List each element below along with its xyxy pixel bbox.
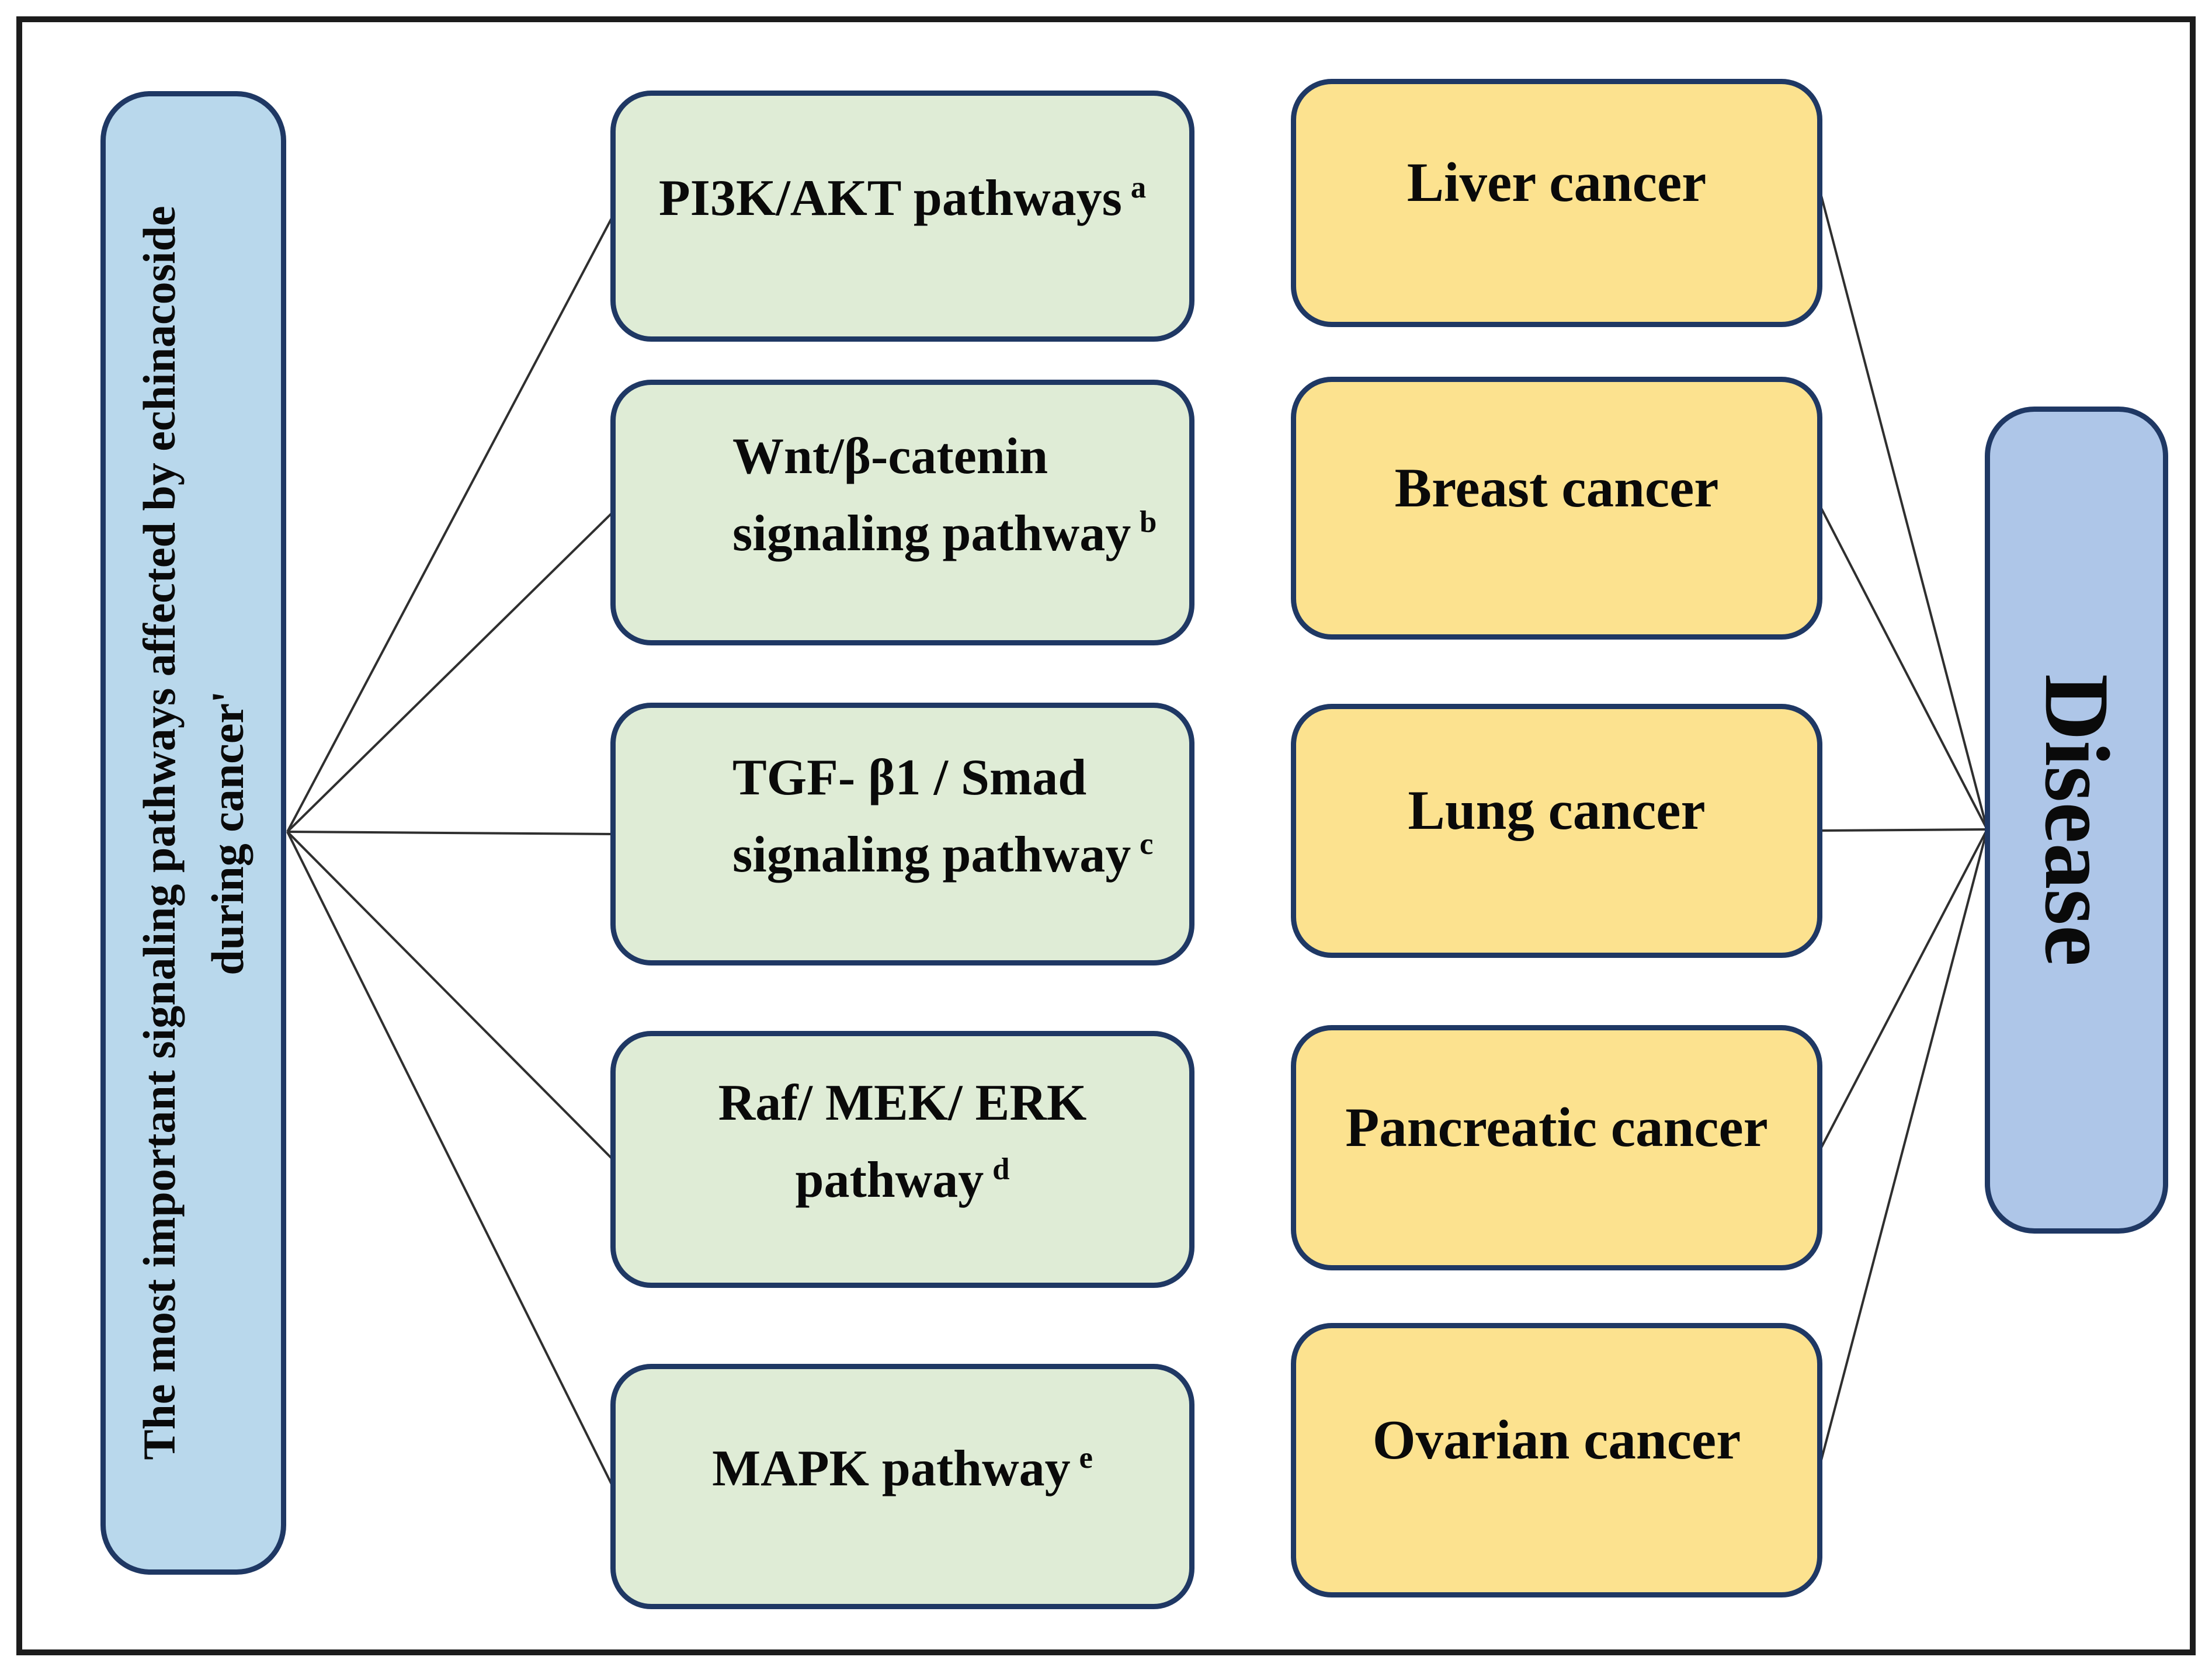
connector-source-mapk bbox=[286, 831, 614, 1487]
footnote-superscript: b bbox=[1140, 505, 1157, 540]
pathway-text: Raf/ MEK/ ERK bbox=[718, 1075, 1087, 1131]
connector-source-tgf bbox=[287, 831, 613, 835]
cancer-box-liver: Liver cancer bbox=[1291, 79, 1822, 327]
source-box-label: The most important signaling pathways af… bbox=[125, 103, 262, 1563]
pathway-text: signaling pathway bbox=[732, 826, 1131, 883]
pathway-text: TGF- β1 / Smad bbox=[732, 749, 1087, 806]
connector-source-wnt bbox=[286, 511, 614, 833]
pathway-text: signaling pathway bbox=[732, 505, 1131, 562]
pathway-label: TGF- β1 / Smad signaling pathway c bbox=[616, 739, 1189, 929]
pathway-label: Wnt/β-catenin signaling pathway b bbox=[616, 418, 1189, 607]
cancer-label: Breast cancer bbox=[1394, 456, 1719, 519]
cancer-label: Ovarian cancer bbox=[1372, 1408, 1741, 1471]
connector-source-raf bbox=[286, 831, 614, 1161]
footnote-superscript: d bbox=[992, 1152, 1010, 1186]
disease-label: Disease bbox=[2026, 673, 2128, 967]
cancer-box-pancreatic: Pancreatic cancer bbox=[1291, 1025, 1822, 1270]
connector-liver-disease bbox=[1820, 195, 1988, 830]
footnote-superscript: a bbox=[1130, 170, 1147, 204]
source-label-line1: The most important signaling pathways af… bbox=[134, 206, 185, 1460]
connector-breast-disease bbox=[1820, 508, 1988, 830]
source-label-line2: during cancer' bbox=[202, 690, 253, 975]
cancer-box-lung: Lung cancer bbox=[1291, 704, 1822, 958]
pathway-text: MAPK pathway bbox=[712, 1440, 1071, 1497]
connector-pancreatic-disease bbox=[1820, 829, 1988, 1148]
pathway-box-tgf-b1-smad: TGF- β1 / Smad signaling pathway c bbox=[610, 703, 1194, 965]
source-box-echinacoside-pathways: The most important signaling pathways af… bbox=[100, 91, 286, 1575]
cancer-label: Liver cancer bbox=[1407, 151, 1707, 214]
cancer-label: Lung cancer bbox=[1408, 779, 1706, 842]
pathway-text: Wnt/β-catenin bbox=[732, 428, 1048, 485]
cancer-label: Pancreatic cancer bbox=[1345, 1096, 1768, 1158]
connector-ovarian-disease bbox=[1820, 829, 1988, 1461]
pathway-text: pathway bbox=[795, 1152, 984, 1208]
footnote-superscript: e bbox=[1079, 1440, 1093, 1475]
disease-box: Disease bbox=[1985, 407, 2168, 1234]
cancer-box-ovarian: Ovarian cancer bbox=[1291, 1323, 1822, 1597]
connector-source-pi3k bbox=[286, 216, 614, 832]
pathway-text: PI3K/AKT pathways bbox=[658, 170, 1122, 227]
footnote-superscript: c bbox=[1140, 826, 1154, 861]
cancer-box-breast: Breast cancer bbox=[1291, 377, 1822, 640]
connector-lung-disease bbox=[1821, 828, 1988, 832]
pathway-box-wnt-b-catenin: Wnt/β-catenin signaling pathway b bbox=[610, 380, 1194, 645]
